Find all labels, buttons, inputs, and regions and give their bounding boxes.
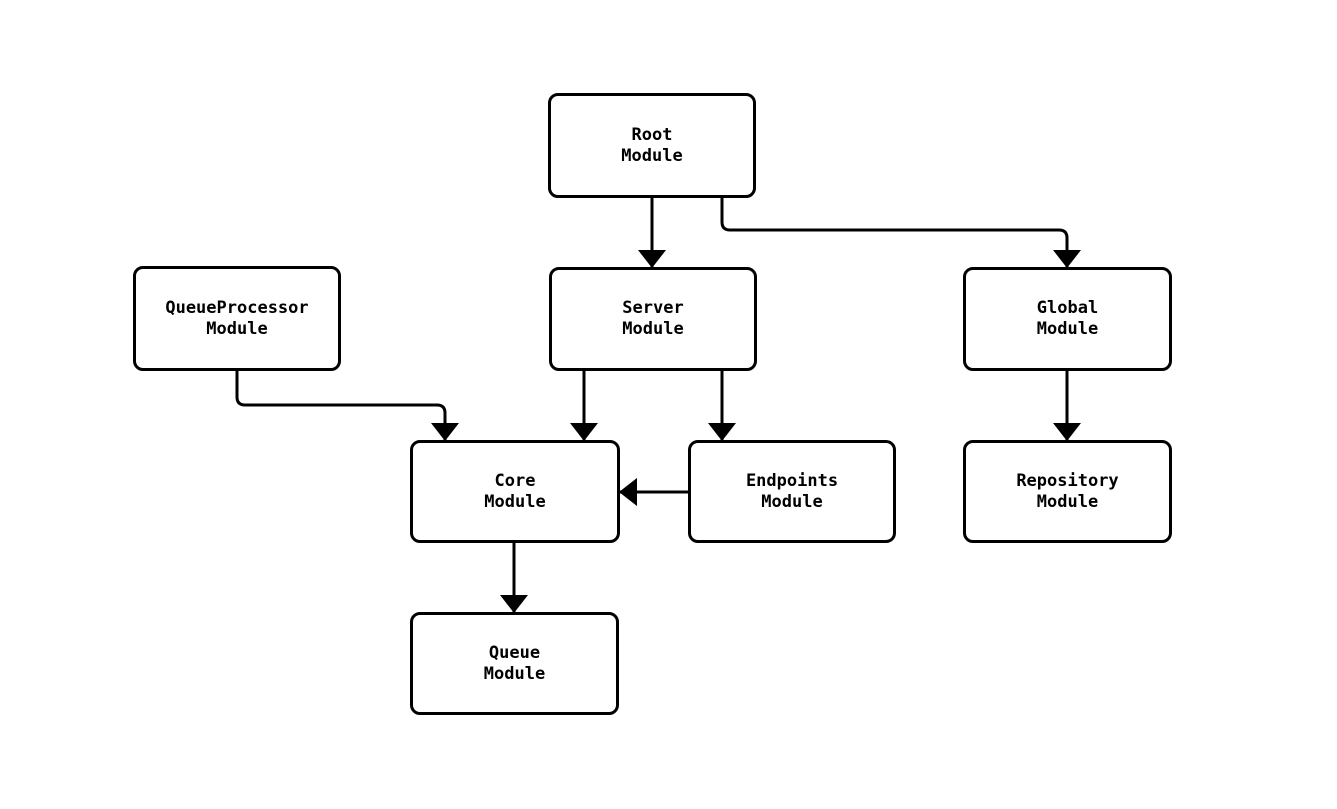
edge-queueprocessor-to-core: [235, 371, 459, 441]
node-queueprocessor-module-label: QueueProcessor Module: [165, 297, 309, 339]
node-root-module-label: Root Module: [621, 124, 683, 166]
node-global-module: Global Module: [963, 267, 1172, 371]
node-global-module-label: Global Module: [1036, 298, 1099, 339]
node-queue-module: Queue Module: [410, 612, 619, 715]
node-endpoints-module: Endpoints Module: [688, 440, 896, 543]
edge-root-to-global: [720, 198, 1081, 268]
node-server-module-label: Server Module: [622, 298, 684, 339]
node-core-module-label: Core Module: [484, 470, 546, 512]
node-server-module: Server Module: [549, 267, 757, 371]
node-repository-module: Repository Module: [963, 440, 1172, 543]
node-queue-module-label: Queue Module: [483, 642, 546, 684]
node-repository-module-label: Repository Module: [1016, 470, 1119, 512]
node-core-module: Core Module: [410, 440, 620, 543]
node-root-module: Root Module: [548, 93, 756, 198]
node-endpoints-module-label: Endpoints Module: [745, 470, 839, 512]
node-queueprocessor-module: QueueProcessor Module: [133, 266, 341, 371]
